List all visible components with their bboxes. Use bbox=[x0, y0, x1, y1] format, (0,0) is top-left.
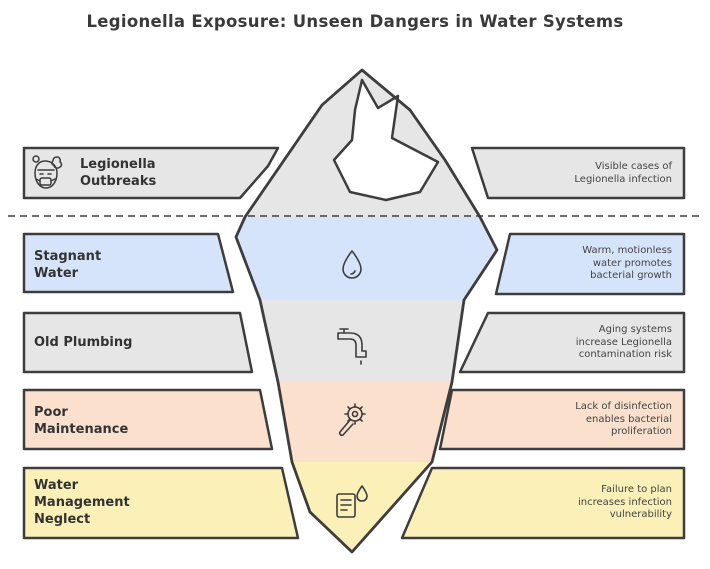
desc-line: Warm, motionless bbox=[582, 245, 672, 256]
right-panel-outbreaks bbox=[470, 146, 686, 200]
page-title: Legionella Exposure: Unseen Dangers in W… bbox=[86, 12, 624, 31]
iceberg-band-management bbox=[292, 462, 432, 552]
wrench-gear-icon bbox=[338, 403, 366, 437]
right-panel-plumbing bbox=[458, 311, 686, 374]
water-drop-icon bbox=[342, 250, 362, 279]
desc-line: bacterial growth bbox=[590, 270, 672, 281]
left-panel-plumbing bbox=[22, 311, 254, 374]
desc-line: water promotes bbox=[592, 257, 672, 269]
layer-label-maintenance: Poor Maintenance bbox=[34, 404, 128, 438]
layer-label-outbreaks: Legionella Outbreaks bbox=[80, 156, 156, 190]
label-line: Maintenance bbox=[34, 422, 129, 437]
sick-person-icon bbox=[32, 155, 63, 189]
left-panel-management bbox=[22, 466, 300, 540]
layer-label-management: Water Management Neglect bbox=[34, 477, 130, 528]
desc-line: increases infection bbox=[578, 496, 672, 508]
label-line: Poor bbox=[34, 405, 68, 420]
layer-label-stagnant: Stagnant Water bbox=[34, 248, 101, 282]
layer-desc-plumbing: Aging systems increase Legionella contam… bbox=[576, 324, 672, 362]
document-drop-icon bbox=[336, 485, 368, 518]
desc-line: Legionella infection bbox=[574, 173, 672, 185]
label-line: Water bbox=[34, 478, 79, 493]
label-line: Outbreaks bbox=[80, 174, 157, 189]
layer-label-plumbing: Old Plumbing bbox=[34, 334, 132, 351]
layer-desc-outbreaks: Visible cases of Legionella infection bbox=[574, 161, 672, 186]
desc-line: Aging systems bbox=[598, 324, 672, 335]
label-line: Old Plumbing bbox=[34, 335, 133, 350]
desc-line: contamination risk bbox=[578, 349, 672, 360]
label-line: Legionella bbox=[80, 157, 156, 172]
right-panels bbox=[400, 146, 686, 540]
iceberg-band-maintenance bbox=[278, 382, 452, 462]
desc-line: enables bacterial bbox=[585, 413, 672, 425]
label-line: Neglect bbox=[34, 512, 91, 527]
left-panel-outbreaks bbox=[22, 146, 280, 200]
desc-line: Visible cases of bbox=[595, 161, 672, 172]
right-panel-stagnant bbox=[494, 232, 686, 296]
iceberg-band-stagnant bbox=[236, 217, 497, 300]
label-line: Stagnant bbox=[34, 249, 102, 264]
iceberg-outline bbox=[234, 68, 499, 554]
desc-line: Failure to plan bbox=[601, 484, 672, 495]
desc-line: Lack of disinfection bbox=[575, 401, 672, 412]
layer-desc-stagnant: Warm, motionless water promotes bacteria… bbox=[582, 245, 672, 283]
label-line: Water bbox=[34, 266, 79, 281]
layer-desc-maintenance: Lack of disinfection enables bacterial p… bbox=[575, 401, 672, 439]
left-panel-stagnant bbox=[22, 232, 235, 294]
left-panel-maintenance bbox=[22, 388, 274, 451]
desc-line: vulnerability bbox=[609, 509, 672, 520]
desc-line: increase Legionella bbox=[575, 336, 672, 348]
right-panel-maintenance bbox=[438, 388, 686, 451]
layer-desc-management: Failure to plan increases infection vuln… bbox=[578, 484, 672, 522]
desc-line: proliferation bbox=[611, 426, 672, 437]
pipe-faucet-icon bbox=[337, 328, 367, 365]
right-panel-management bbox=[400, 466, 686, 540]
left-panels bbox=[22, 146, 300, 540]
label-line: Management bbox=[34, 495, 130, 510]
